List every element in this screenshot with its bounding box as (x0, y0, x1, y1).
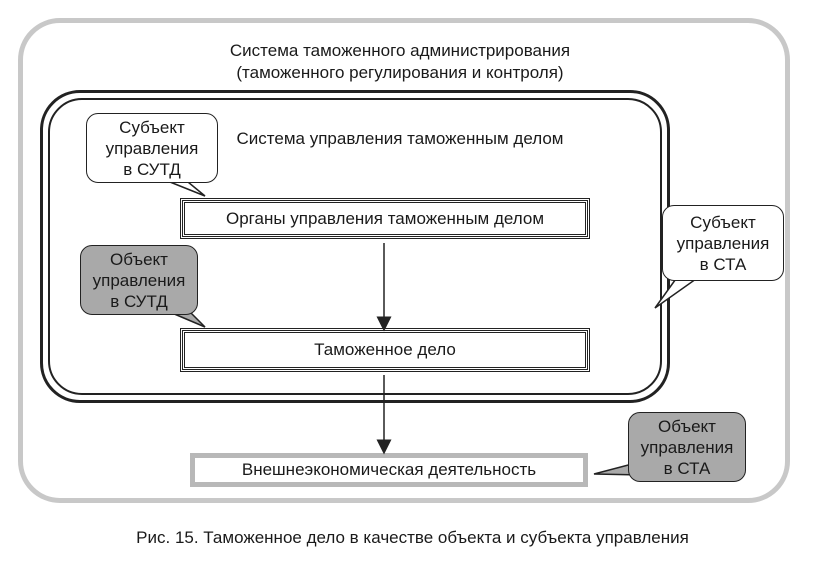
customs-administration-frame (18, 18, 790, 503)
callout-line: Субъект (119, 117, 185, 137)
organs-box-label: Органы управления таможенным делом (225, 208, 545, 228)
callout-line: в СТА (699, 254, 747, 274)
callout-line: в СТА (663, 458, 711, 478)
foreign-trade-box-label: Внешнеэкономическая деятельность (241, 460, 537, 479)
callout-line: управления (640, 437, 734, 457)
callout-line: управления (92, 270, 186, 290)
callout-object-sutd: Объект управления в СУТД (80, 245, 198, 315)
callout-line: управления (676, 233, 770, 253)
callout-subject-sutd: Субъект управления в СУТД (86, 113, 218, 183)
customs-affairs-box: Таможенное дело (180, 328, 590, 372)
organs-box: Органы управления таможенным делом (180, 198, 590, 239)
outer-title-line2: (таможенного регулирования и контроля) (236, 63, 564, 82)
callout-line: Объект (110, 249, 168, 269)
callout-line: в СУТД (110, 291, 168, 311)
customs-administration-title: Система таможенного администрирования (т… (120, 40, 680, 84)
outer-title-line1: Система таможенного администрирования (229, 41, 571, 60)
customs-management-title: Система управления таможенным делом (236, 129, 564, 148)
callout-line: Субъект (690, 212, 756, 232)
callout-line: в СУТД (123, 159, 181, 179)
foreign-trade-box: Внешнеэкономическая деятельность (190, 453, 588, 487)
figure-caption: Рис. 15. Таможенное дело в качестве объе… (136, 528, 689, 547)
callout-line: управления (105, 138, 199, 158)
customs-affairs-box-label: Таможенное дело (314, 340, 456, 359)
callout-line: Объект (658, 416, 716, 436)
callout-tail-subject-sutd (169, 181, 206, 197)
callout-subject-sta: Субъект управления в СТА (662, 205, 784, 281)
callout-object-sta: Объект управления в СТА (628, 412, 746, 482)
